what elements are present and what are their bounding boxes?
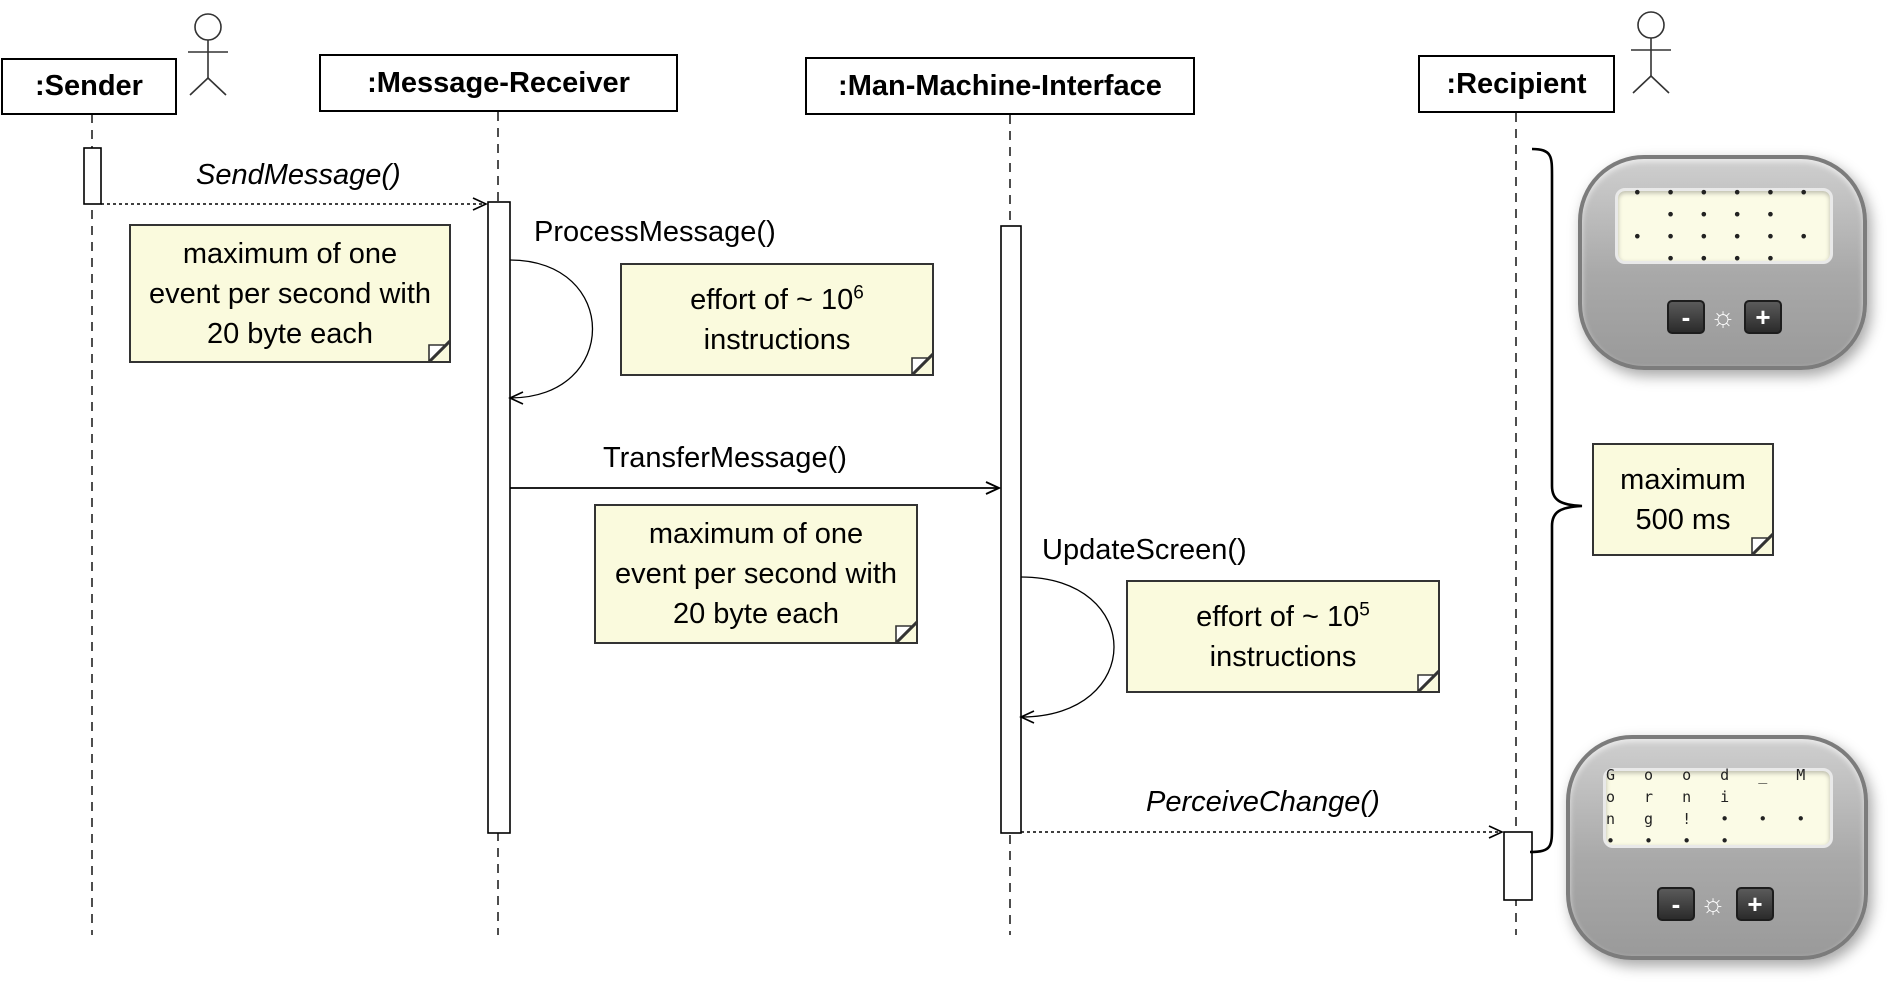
- display-device-after: G o o d _ M o r n i n g ! • • • • • • • …: [1566, 735, 1868, 960]
- screen-row: • • • • • • • • • •: [1632, 183, 1816, 224]
- effort-exponent: 6: [853, 281, 864, 303]
- note-fold-corner: [1750, 532, 1774, 556]
- screen-row: • • • • • • • • • •: [1632, 227, 1816, 268]
- send-message-label: SendMessage(): [196, 159, 401, 191]
- effort-prefix: effort of ~ 10: [1196, 600, 1360, 633]
- message-receiver-activation: [487, 201, 511, 834]
- note-line: 20 byte each: [206, 317, 374, 350]
- device-screen: • • • • • • • • • • • • • • • • • • • •: [1615, 183, 1833, 268]
- update-effort-note: effort of ~ 105 instructions: [1126, 580, 1440, 693]
- note-line: 500 ms: [1635, 503, 1731, 536]
- perceive-change-label: PerceiveChange(): [1146, 786, 1380, 818]
- message-receiver-participant-label: :Message-Receiver: [367, 66, 630, 99]
- recipient-activation: [1503, 831, 1533, 901]
- note-fold-corner: [1416, 669, 1440, 693]
- update-screen-self-arrow: [1019, 576, 1115, 724]
- man-machine-interface-activation: [1000, 225, 1022, 834]
- max-latency-note: maximum 500 ms: [1592, 443, 1774, 556]
- note-line: event per second with: [614, 558, 898, 590]
- note-fold-corner: [894, 620, 918, 644]
- note-fold-corner: [910, 352, 934, 376]
- brightness-minus-button[interactable]: -: [1657, 887, 1695, 921]
- update-screen-label: UpdateScreen(): [1042, 534, 1247, 566]
- message-receiver-participant-box: :Message-Receiver: [319, 54, 678, 112]
- transfer-message-label: TransferMessage(): [603, 442, 847, 474]
- note-line: maximum of one: [648, 518, 864, 550]
- screen-text: • • • • • • • • • • • • • • • • • • • •: [1618, 182, 1830, 270]
- process-message-self-arrow: [508, 259, 593, 405]
- note-line: effort of ~ 106: [690, 280, 864, 320]
- brightness-minus-button[interactable]: -: [1667, 300, 1705, 334]
- note-line: maximum of one: [182, 237, 398, 270]
- man-machine-interface-participant-box: :Man-Machine-Interface: [805, 57, 1195, 115]
- brightness-plus-button[interactable]: +: [1744, 300, 1782, 334]
- sender-rate-note: maximum of one event per second with 20 …: [129, 224, 451, 363]
- process-effort-note: effort of ~ 106 instructions: [620, 263, 934, 376]
- man-machine-interface-participant-label: :Man-Machine-Interface: [838, 69, 1162, 102]
- sender-actor-icon: [188, 13, 228, 96]
- recipient-actor-icon: [1631, 11, 1671, 94]
- effort-exponent: 5: [1359, 598, 1370, 620]
- note-line: maximum: [1620, 463, 1746, 496]
- brightness-icon: ☼: [1700, 888, 1726, 919]
- transfer-rate-note: maximum of one event per second with 20 …: [594, 504, 918, 644]
- brightness-plus-button[interactable]: +: [1736, 887, 1774, 921]
- screen-row: n g ! • • • • • • •: [1606, 810, 1816, 850]
- display-device-before: • • • • • • • • • • • • • • • • • • • • …: [1578, 155, 1867, 370]
- device-screen: G o o d _ M o r n i n g ! • • • • • • •: [1603, 766, 1833, 850]
- note-fold-corner: [427, 339, 451, 363]
- screen-text: G o o d _ M o r n i n g ! • • • • • • •: [1606, 764, 1830, 852]
- sender-activation: [83, 147, 102, 205]
- note-line: effort of ~ 105: [1196, 597, 1370, 637]
- effort-prefix: effort of ~ 10: [690, 283, 854, 316]
- note-line: instructions: [1209, 640, 1357, 673]
- note-line: instructions: [703, 323, 851, 356]
- note-line: event per second with: [148, 277, 432, 310]
- note-line: 20 byte each: [672, 598, 840, 630]
- screen-row: G o o d _ M o r n i: [1606, 766, 1816, 806]
- timing-constraint-brace: [1529, 147, 1583, 854]
- brightness-icon: ☼: [1710, 301, 1736, 332]
- recipient-participant-box: :Recipient: [1418, 55, 1615, 113]
- sender-participant-box: :Sender: [1, 58, 177, 115]
- sender-participant-label: :Sender: [35, 70, 143, 102]
- process-message-label: ProcessMessage(): [534, 216, 776, 248]
- recipient-participant-label: :Recipient: [1446, 67, 1587, 100]
